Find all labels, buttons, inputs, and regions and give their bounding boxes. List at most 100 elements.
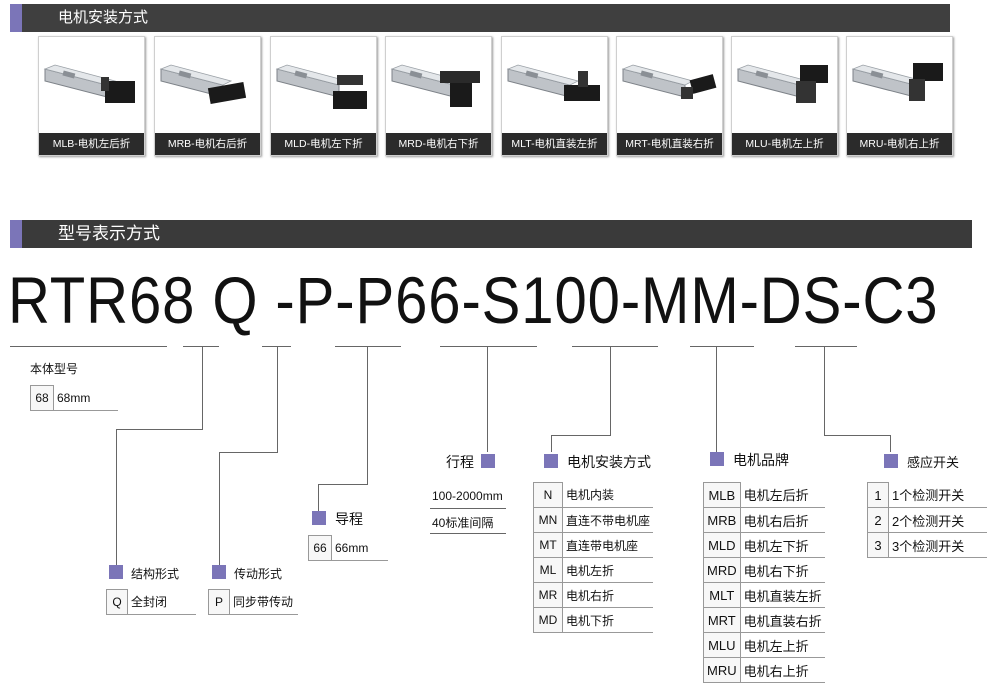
code-cell: MRD [703, 557, 741, 583]
actuator-illustration [275, 64, 367, 109]
table-row: P 同步带传动 [208, 589, 298, 615]
stroke-divider [430, 533, 506, 534]
mount-tile: MRD-电机右下折 [385, 36, 492, 156]
motor-mount-heading: 电机安装方式 [567, 454, 651, 470]
code-cell: MRB [703, 507, 741, 533]
stroke-divider [430, 508, 506, 509]
lead-heading: 导程 [335, 511, 363, 527]
code-cell: MRT [703, 607, 741, 633]
underline-mount [572, 346, 658, 347]
structure-table: Q 全封闭 [106, 589, 196, 615]
table-row: 66 66mm [308, 535, 388, 561]
code-cell: MLT [703, 582, 741, 608]
code-cell: P [208, 589, 230, 615]
bullet-square [212, 565, 226, 579]
code-cell: Q [106, 589, 128, 615]
desc-cell: 电机直装左折 [740, 582, 825, 608]
bullet-square [312, 511, 326, 525]
banner-accent [10, 220, 22, 248]
actuator-illustration [159, 64, 247, 105]
code-cell: MD [533, 607, 563, 633]
desc-cell: 电机左下折 [740, 532, 825, 558]
mount-label: MLU-电机左上折 [732, 133, 837, 155]
mount-tile: MRB-电机右后折 [154, 36, 261, 156]
desc-cell: 电机右上折 [740, 657, 825, 683]
actuator-illustration [621, 64, 717, 99]
underline-drive [262, 346, 291, 347]
actuator-illustration [851, 63, 943, 101]
body-heading: 本体型号 [30, 362, 79, 376]
code-cell: 3 [867, 532, 889, 558]
connector-sensor [824, 347, 825, 435]
code-cell: MLB [703, 482, 741, 508]
actuator-illustration [506, 64, 600, 101]
actuator-illustration [43, 64, 135, 103]
desc-cell: 66mm [331, 535, 388, 561]
bullet-square [710, 452, 724, 466]
sensor-heading: 感应开关 [907, 455, 960, 470]
banner-accent [10, 4, 22, 32]
actuator-illustration [736, 64, 828, 103]
mount-tile: MLT-电机直装左折 [501, 36, 608, 156]
mount-tile: MLD-电机左下折 [270, 36, 377, 156]
stroke-heading: 行程 [446, 454, 474, 470]
underline-structure [183, 346, 219, 347]
code-cell: 68 [30, 385, 54, 411]
underline-stroke [440, 346, 537, 347]
section-banner-model: 型号表示方式 [10, 220, 972, 248]
code-cell: MR [533, 582, 563, 608]
underline-brand [690, 346, 754, 347]
actuator-illustration [390, 64, 480, 107]
connector-stroke [487, 347, 488, 452]
mount-label: MLB-电机左后折 [39, 133, 144, 155]
mount-label: MRD-电机右下折 [386, 133, 491, 155]
table-row: Q 全封闭 [106, 589, 196, 615]
desc-cell: 1个检测开关 [888, 482, 987, 508]
model-code: RTR68 Q -P-P66-S100-MM-DS-C3 [8, 263, 939, 337]
code-cell: MLD [703, 532, 741, 558]
connector-mount [610, 347, 611, 435]
bullet-square [544, 454, 558, 468]
desc-cell: 电机内装 [562, 482, 654, 508]
desc-cell: 68mm [53, 385, 118, 411]
code-cell: 1 [867, 482, 889, 508]
connector-structure [116, 429, 203, 430]
desc-cell: 电机右折 [562, 582, 654, 608]
mount-tile: MLU-电机左上折 [731, 36, 838, 156]
connector-lead [318, 484, 319, 511]
connector-structure [202, 347, 203, 429]
table-row: 68 68mm [30, 385, 118, 411]
bullet-square [481, 454, 495, 468]
code-cell: MLU [703, 632, 741, 658]
mount-tile: MLB-电机左后折 [38, 36, 145, 156]
desc-cell: 电机左后折 [740, 482, 825, 508]
bullet-square [109, 565, 123, 579]
drive-table: P 同步带传动 [208, 589, 298, 615]
mount-label: MLT-电机直装左折 [502, 133, 607, 155]
stroke-interval: 40标准间隔 [432, 516, 494, 530]
desc-cell: 直连带电机座 [562, 532, 654, 558]
motor-brand-heading: 电机品牌 [733, 452, 789, 468]
code-cell: N [533, 482, 563, 508]
stroke-range: 100-2000mm [432, 489, 503, 503]
code-cell: 2 [867, 507, 889, 533]
desc-cell: 全封闭 [127, 589, 196, 615]
mount-label: MRT-电机直装右折 [617, 133, 722, 155]
desc-cell: 电机直装右折 [740, 607, 825, 633]
code-cell: 66 [308, 535, 332, 561]
mount-tile: MRT-电机直装右折 [616, 36, 723, 156]
connector-sensor [824, 435, 891, 436]
connector-drive [277, 347, 278, 452]
